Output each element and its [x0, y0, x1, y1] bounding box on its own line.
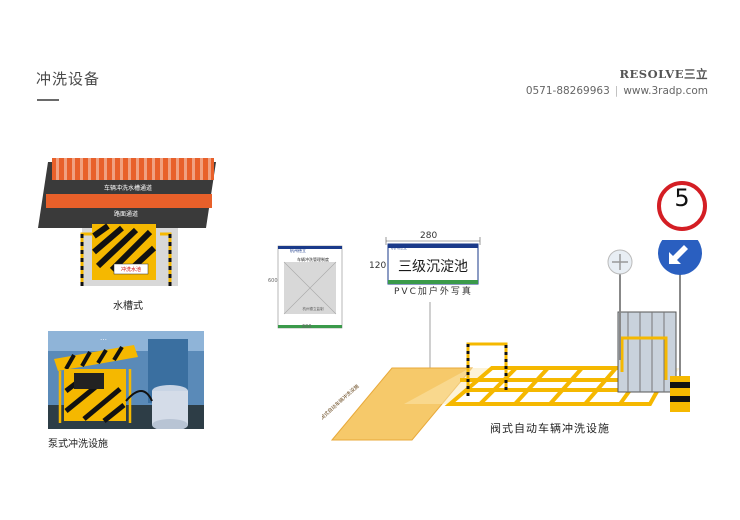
- sedimentation-sign-diagram: [385, 237, 481, 285]
- railing-right: [620, 336, 668, 380]
- title-underline: [37, 99, 59, 101]
- sign-height-dimension: 120: [369, 261, 387, 271]
- page-title: 冲洗设备: [36, 70, 101, 88]
- trough-caption: 水槽式: [113, 301, 143, 312]
- brand-block: RESOLVE三立 0571-88269963|www.3radp.com: [526, 66, 708, 97]
- trough-board-label: [113, 263, 149, 275]
- trough-wash-illustration: 车辆冲洗水槽通道 路面通道 冲洗水池: [38, 158, 216, 286]
- ground-text: 阀式自动车辆冲洗设施: [322, 383, 361, 422]
- bollard: [670, 376, 690, 412]
- svg-text:冲洗水池: 冲洗水池: [121, 266, 141, 273]
- lane-label: 车辆冲洗水槽通道: [104, 184, 152, 192]
- notice-board: [277, 245, 343, 329]
- sedimentation-sign-text: 三级沉淀池: [398, 259, 468, 275]
- direction-sign: [658, 240, 702, 275]
- sign-logo: 杭州德立: [391, 245, 407, 250]
- phone-number: 0571-88269963: [525, 85, 610, 97]
- speed-limit-sign: [657, 181, 707, 231]
- notice-width-dimension: 600: [302, 324, 312, 330]
- brand-name: RESOLVE三立: [619, 67, 708, 81]
- orange-barrier-row: [46, 158, 214, 208]
- pump-caption: 泵式冲洗设施: [48, 439, 108, 450]
- hose: [125, 390, 153, 402]
- sign-width-dimension: 280: [420, 231, 438, 241]
- ground-text-layer: 阀式自动车辆冲洗设施: [322, 383, 361, 422]
- road-label: 路面通道: [114, 210, 138, 218]
- speed-limit-value: 5: [674, 184, 690, 212]
- pump-motor: [74, 373, 104, 389]
- arrow-down-left-icon: [669, 245, 688, 264]
- notice-footer: 杭州德立监制: [302, 307, 324, 311]
- pvc-caption: PVC加户外写真: [394, 287, 473, 297]
- notice-height-dimension: 600: [268, 278, 278, 284]
- website: www.3radp.com: [623, 85, 708, 97]
- brand-contact: 0571-88269963|www.3radp.com: [525, 85, 708, 97]
- notice-title: 车辆冲洗管理制度: [297, 257, 329, 262]
- pump-wash-photo: …: [48, 331, 204, 429]
- svg-text:…: …: [100, 334, 107, 342]
- valve-wash-facility: [330, 240, 702, 441]
- valve-caption: 阀式自动车辆冲洗设施: [490, 422, 610, 435]
- notice-logo: 杭州德立: [290, 248, 306, 253]
